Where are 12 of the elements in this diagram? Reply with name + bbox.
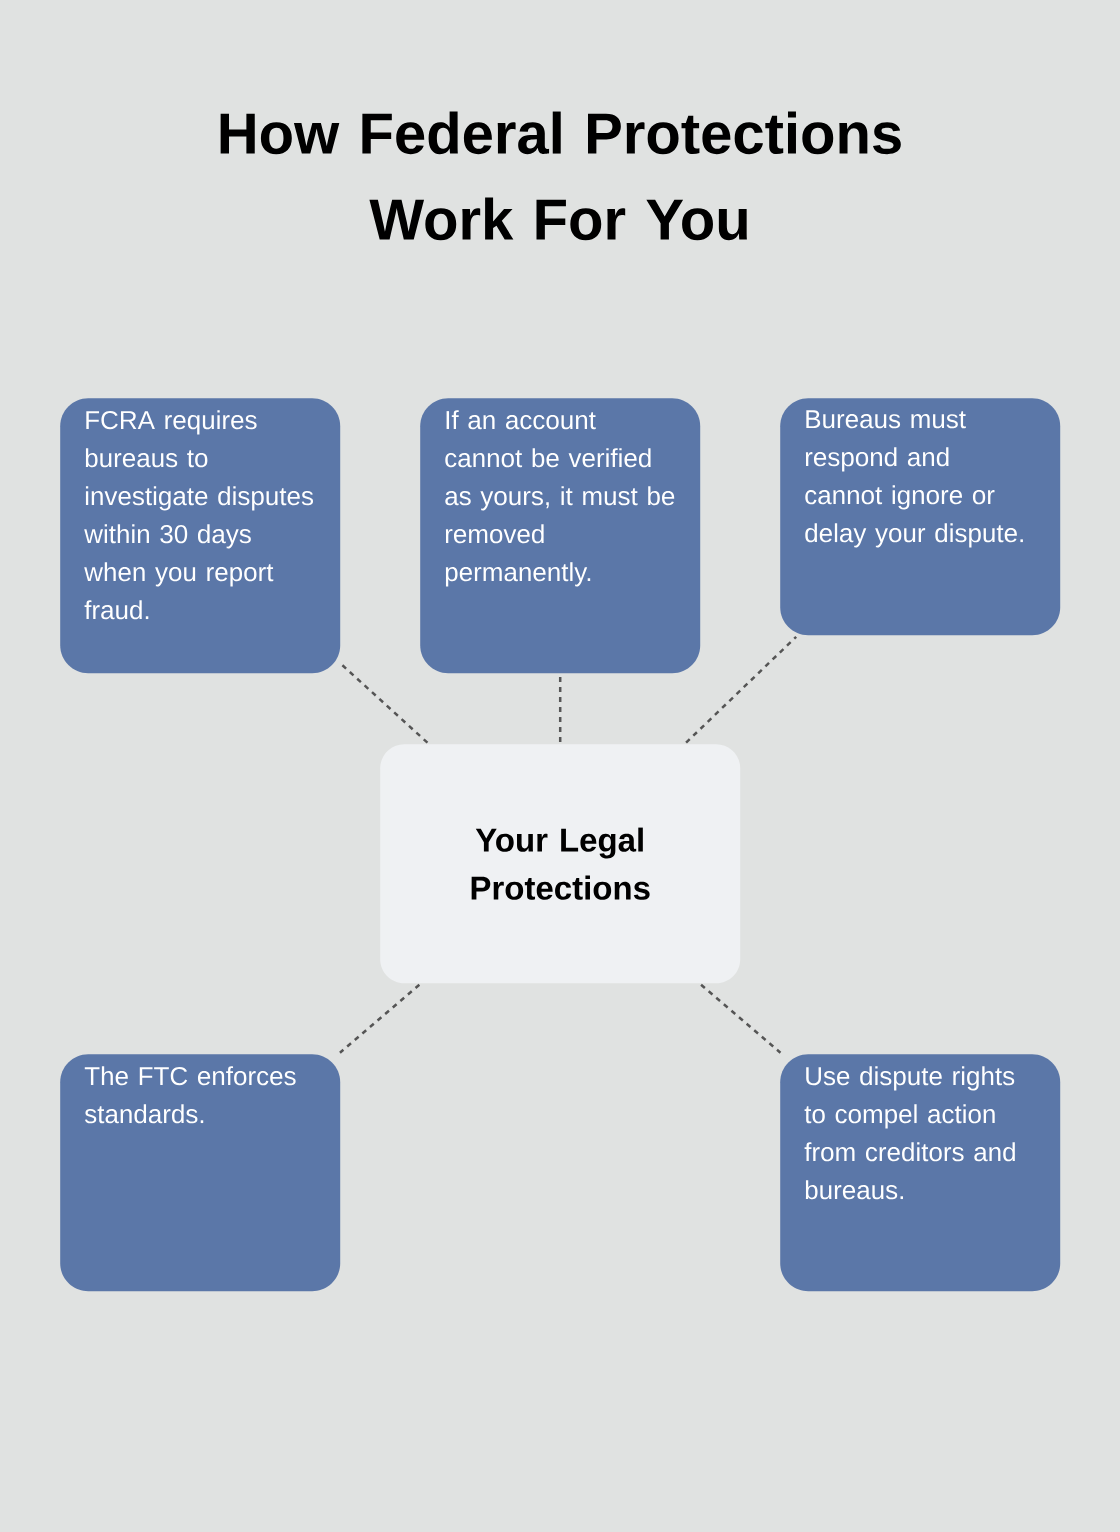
central-box: Your Legal Protections xyxy=(380,744,741,984)
connector-line xyxy=(685,635,798,744)
info-box: FCRA requires bureaus to investigate disputes within 30 days when you report fraud. xyxy=(60,398,341,674)
info-box: Use dispute rights to compel action from creditors and bureaus. xyxy=(780,1054,1061,1292)
connector-line xyxy=(700,983,782,1054)
title: How Federal Protections Work For You xyxy=(220,111,901,241)
connector-line xyxy=(558,675,562,742)
connector-line xyxy=(341,663,429,744)
info-box: The FTC enforces standards. xyxy=(60,1054,341,1292)
connector-line xyxy=(339,983,421,1054)
info-box: If an account cannot be verified as yours, it must be removed permanently. xyxy=(420,398,701,674)
info-box: Bureaus must respond and cannot ignore or delay your dispute. xyxy=(780,398,1061,636)
